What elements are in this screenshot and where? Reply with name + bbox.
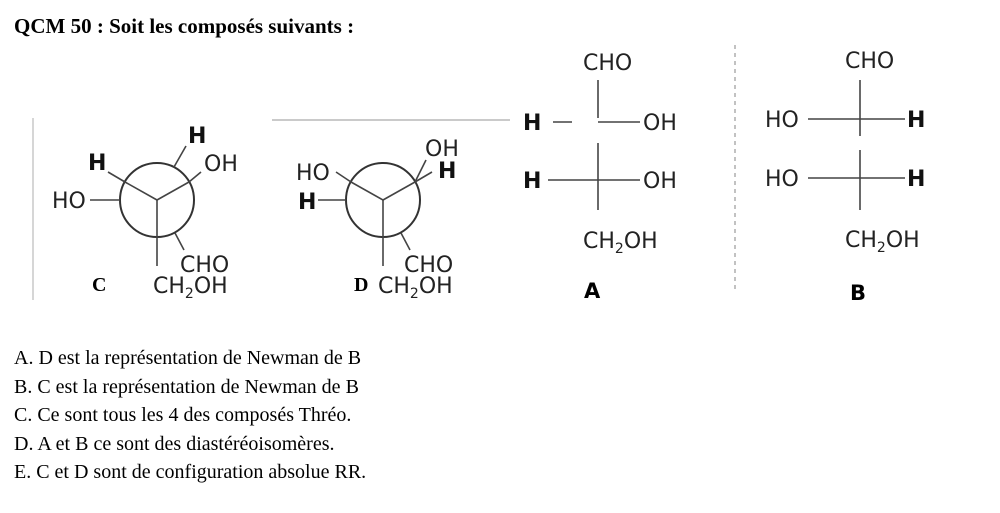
- newman-c-bond-h-left: [107, 171, 126, 183]
- option-e[interactable]: E. C et D sont de configuration absolue …: [14, 461, 367, 483]
- fischer-b-label: B: [850, 281, 866, 305]
- newman-d-cho: CHO: [404, 253, 453, 278]
- fischer-a-ch2oh: CH2OH: [583, 229, 658, 257]
- fischer-a-cho: CHO: [583, 51, 632, 76]
- newman-d-bond-h-right: [414, 171, 433, 183]
- newman-d-bond-cho: [400, 232, 411, 251]
- newman-c-h-top: H: [188, 124, 206, 149]
- fischer-b-ch2oh: CH2OH: [845, 228, 920, 256]
- newman-d-bond-front-right: [382, 181, 416, 201]
- newman-d: OH H HO H CHO CH2OH D: [296, 137, 459, 302]
- newman-d-label: D: [354, 274, 368, 296]
- newman-d-ch2oh: CH2OH: [378, 274, 453, 302]
- fischer-b-row2-h: H: [907, 167, 925, 192]
- fischer-b-row1-h: H: [907, 108, 925, 133]
- newman-c-ho-left: HO: [52, 189, 86, 214]
- fischer-a-row1-oh: OH: [643, 111, 677, 136]
- fischer-a-row2-h: H: [523, 169, 541, 194]
- answer-options: A. D est la représentation de Newman de …: [14, 344, 366, 487]
- fischer-a-label: A: [584, 279, 601, 303]
- newman-d-bond-ho-left: [335, 171, 352, 183]
- fischer-a-row2-oh: OH: [643, 169, 677, 194]
- newman-c-oh-right: OH: [204, 152, 238, 177]
- fischer-a-row1-h: H: [523, 111, 541, 136]
- newman-d-ho-left: HO: [296, 161, 330, 186]
- option-c[interactable]: C. Ce sont tous les 4 des composés Thréo…: [14, 404, 352, 426]
- fischer-b: CHO HO H HO H CH2OH B: [765, 49, 925, 305]
- newman-c-bond-front-right: [156, 181, 190, 201]
- newman-c-bond-h-top: [173, 145, 187, 168]
- newman-c-bond-front-left: [124, 181, 158, 201]
- newman-c-h-left: H: [88, 151, 106, 176]
- option-d[interactable]: D. A et B ce sont des diastéréoisomères.: [14, 432, 335, 455]
- structures-figure: H H OH HO CHO CH2OH C OH H HO H CHO CH2O…: [32, 45, 925, 305]
- newman-c: H H OH HO CHO CH2OH C: [52, 124, 238, 302]
- fischer-a: CHO H OH H OH CH2OH A: [523, 51, 677, 303]
- newman-c-bond-oh-right: [188, 171, 202, 183]
- fischer-b-row2-ho: HO: [765, 167, 799, 192]
- newman-c-cho: CHO: [180, 253, 229, 278]
- fischer-b-row1-ho: HO: [765, 108, 799, 133]
- newman-d-bond-front-left: [350, 181, 384, 201]
- fischer-b-cho: CHO: [845, 49, 894, 74]
- newman-d-h-left: H: [298, 190, 316, 215]
- newman-d-bond-oh-top: [414, 159, 427, 183]
- newman-c-bond-cho: [174, 232, 185, 251]
- option-a[interactable]: A. D est la représentation de Newman de …: [14, 347, 362, 369]
- question-title: QCM 50 : Soit les composés suivants :: [14, 14, 355, 38]
- newman-d-oh-top: OH: [425, 137, 459, 162]
- newman-c-label: C: [92, 274, 106, 296]
- option-b[interactable]: B. C est la représentation de Newman de …: [14, 375, 359, 398]
- newman-c-ch2oh: CH2OH: [153, 274, 228, 302]
- newman-d-h-right: H: [438, 159, 456, 184]
